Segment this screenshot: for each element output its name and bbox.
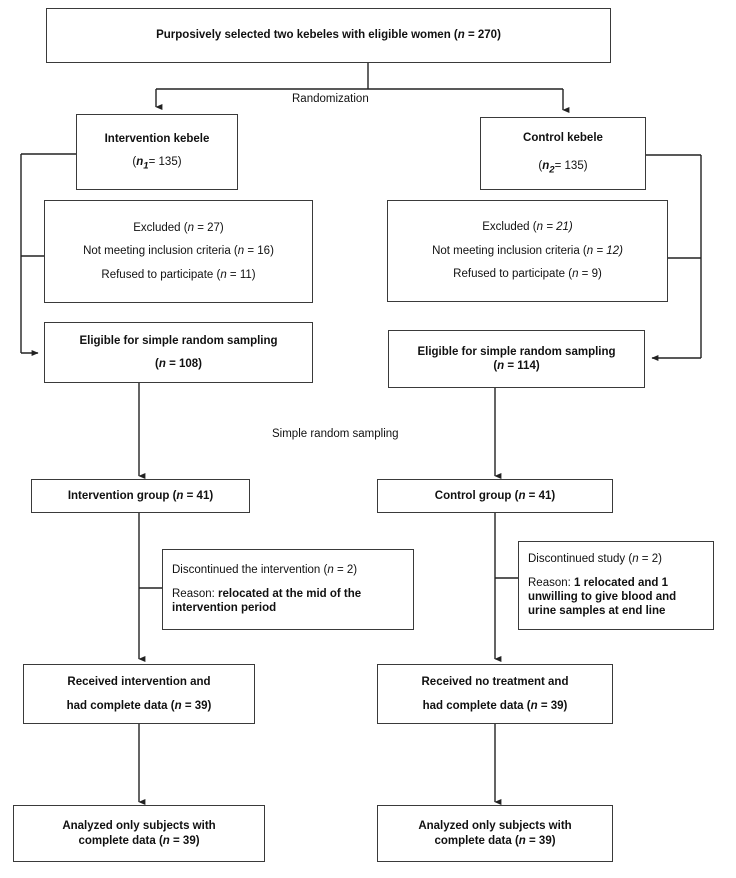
analyzed-control-line-1: Analyzed only subjects with	[418, 820, 572, 833]
eligible-control-n: (n = 114)	[493, 360, 540, 372]
node-intervention-kebele: Intervention kebele (n1= 135)	[76, 114, 238, 190]
edge-label-simple-random-sampling: Simple random sampling	[272, 428, 399, 440]
node-analyzed-control: Analyzed only subjects with complete dat…	[377, 805, 613, 862]
intervention-kebele-title: Intervention kebele	[104, 132, 210, 145]
node-eligible-intervention: Eligible for simple random sampling (n =…	[44, 322, 313, 383]
node-received-intervention: Received intervention and had complete d…	[23, 664, 255, 724]
eligible-control-title: Eligible for simple random sampling	[417, 345, 616, 358]
node-received-control: Received no treatment and had complete d…	[377, 664, 613, 724]
excluded-intervention-line-1: Excluded (n = 27)	[133, 221, 224, 234]
source-population-text: Purposively selected two kebeles with el…	[156, 29, 501, 42]
discontinued-control-reason: Reason: 1 relocated and 1 unwilling to g…	[528, 576, 677, 618]
edge-label-randomization: Randomization	[292, 93, 369, 105]
excluded-control-line-3: Refused to participate (n = 9)	[453, 268, 602, 281]
excluded-intervention-line-2: Not meeting inclusion criteria (n = 16)	[83, 245, 274, 258]
discontinued-control-line-1: Discontinued study (n = 2)	[528, 553, 662, 566]
control-kebele-n: (n2= 135)	[538, 159, 588, 175]
eligible-intervention-n: (n = 108)	[155, 358, 202, 370]
node-intervention-group: Intervention group (n = 41)	[31, 479, 250, 513]
node-eligible-control: Eligible for simple random sampling (n =…	[388, 330, 645, 388]
analyzed-intervention-line-2: complete data (n = 39)	[78, 834, 200, 847]
excluded-control-line-1: Excluded (n = 21)	[482, 221, 573, 234]
node-discontinued-control: Discontinued study (n = 2) Reason: 1 rel…	[518, 541, 714, 630]
intervention-group-label: Intervention group (n = 41)	[67, 489, 214, 502]
node-discontinued-intervention: Discontinued the intervention (n = 2) Re…	[162, 549, 414, 630]
intervention-kebele-n: (n1= 135)	[132, 156, 182, 172]
received-control-line-1: Received no treatment and	[421, 676, 569, 689]
node-excluded-control: Excluded (n = 21) Not meeting inclusion …	[387, 200, 668, 302]
received-intervention-line-1: Received intervention and	[67, 676, 211, 689]
excluded-control-line-2: Not meeting inclusion criteria (n = 12)	[432, 244, 623, 257]
control-group-label: Control group (n = 41)	[434, 489, 556, 502]
received-intervention-line-2: had complete data (n = 39)	[66, 699, 212, 712]
received-control-line-2: had complete data (n = 39)	[422, 699, 568, 712]
eligible-intervention-title: Eligible for simple random sampling	[79, 334, 278, 347]
discontinued-intervention-line-1: Discontinued the intervention (n = 2)	[172, 564, 358, 577]
node-control-kebele: Control kebele (n2= 135)	[480, 117, 646, 190]
node-source-population: Purposively selected two kebeles with el…	[46, 8, 611, 63]
analyzed-control-line-2: complete data (n = 39)	[434, 834, 556, 847]
excluded-intervention-line-3: Refused to participate (n = 11)	[101, 268, 256, 281]
discontinued-intervention-reason: Reason: relocated at the mid of the inte…	[172, 587, 362, 615]
node-control-group: Control group (n = 41)	[377, 479, 613, 513]
analyzed-intervention-line-1: Analyzed only subjects with	[62, 820, 216, 833]
control-kebele-title: Control kebele	[523, 132, 603, 145]
node-analyzed-intervention: Analyzed only subjects with complete dat…	[13, 805, 265, 862]
node-excluded-intervention: Excluded (n = 27) Not meeting inclusion …	[44, 200, 313, 303]
